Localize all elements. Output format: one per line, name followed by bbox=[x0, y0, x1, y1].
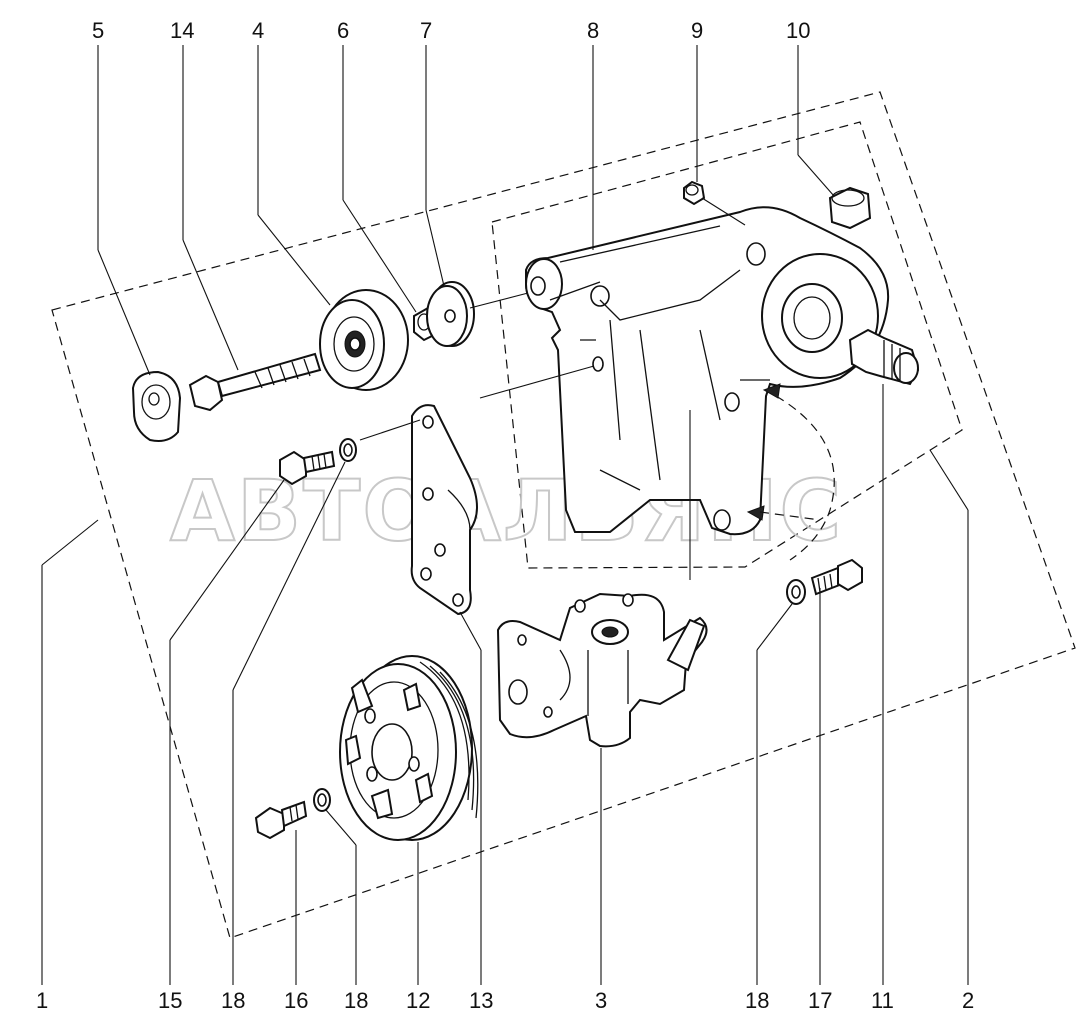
union-fitting-part-11 bbox=[848, 328, 920, 386]
bolt-part-15 bbox=[279, 450, 336, 486]
idler-pulley-part-4 bbox=[319, 289, 409, 391]
drive-pulley-part-12 bbox=[339, 655, 479, 841]
long-bolt-part-14 bbox=[188, 352, 322, 412]
callout-18-b: 18 bbox=[344, 988, 368, 1013]
callout-9: 9 bbox=[691, 18, 703, 43]
axis-line bbox=[469, 292, 529, 309]
callout-18-c: 18 bbox=[745, 988, 769, 1013]
adapter-plate-part-13 bbox=[410, 404, 478, 616]
leader-lines bbox=[41, 45, 969, 985]
bolt-part-16 bbox=[254, 800, 308, 840]
callout-16: 16 bbox=[284, 988, 308, 1013]
callout-14: 14 bbox=[170, 18, 194, 43]
plug-part-9 bbox=[683, 180, 706, 206]
callout-labels: 5 14 4 6 7 8 9 10 1 15 18 16 18 12 13 3 … bbox=[36, 18, 974, 1013]
callout-13: 13 bbox=[469, 988, 493, 1013]
axis-line-13 bbox=[359, 419, 421, 441]
callout-5: 5 bbox=[92, 18, 104, 43]
washer-hole-c bbox=[791, 585, 801, 599]
washer-hole-a bbox=[343, 443, 353, 457]
assembly-boundary-inner bbox=[491, 121, 963, 569]
dust-cap-part-5 bbox=[131, 370, 182, 442]
callout-6: 6 bbox=[337, 18, 349, 43]
callout-3: 3 bbox=[595, 988, 607, 1013]
callout-12: 12 bbox=[406, 988, 430, 1013]
callout-18-a: 18 bbox=[221, 988, 245, 1013]
axis-line-9 bbox=[701, 197, 746, 226]
callout-7: 7 bbox=[420, 18, 432, 43]
callout-1: 1 bbox=[36, 988, 48, 1013]
bolt-part-17 bbox=[810, 558, 863, 596]
bracket-part-8 bbox=[525, 206, 890, 536]
callout-10: 10 bbox=[786, 18, 810, 43]
washer-hole-b bbox=[317, 793, 327, 807]
callout-2: 2 bbox=[962, 988, 974, 1013]
threaded-plug-part-10 bbox=[828, 186, 872, 230]
callout-8: 8 bbox=[587, 18, 599, 43]
axis-line-13b bbox=[479, 365, 595, 399]
callout-17: 17 bbox=[808, 988, 832, 1013]
callout-4: 4 bbox=[252, 18, 264, 43]
direction-arrow bbox=[775, 395, 835, 561]
assembly-boundary-outer bbox=[51, 91, 1076, 939]
callout-15: 15 bbox=[158, 988, 182, 1013]
steering-pump-part-3 bbox=[496, 592, 708, 748]
arrow-line-mid bbox=[759, 511, 821, 521]
callout-11: 11 bbox=[871, 988, 894, 1013]
arrow-head-top bbox=[762, 383, 781, 399]
washer-plate-part-7 bbox=[426, 281, 475, 347]
